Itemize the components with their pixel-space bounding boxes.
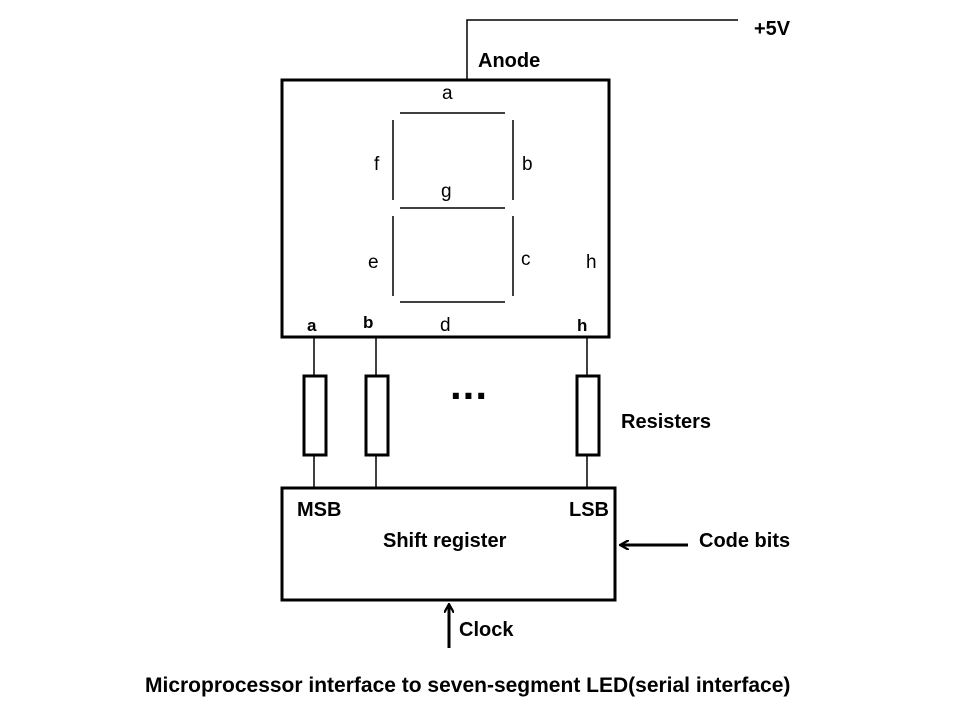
pin-label-h: h <box>577 316 588 335</box>
seven-segment-glyph <box>392 112 514 303</box>
segment-label-g: g <box>441 181 452 202</box>
segment-label-d: d <box>440 315 451 336</box>
segment-label-e: e <box>368 252 379 273</box>
pin-label-b: b <box>363 313 374 332</box>
pin-label-a: a <box>307 316 317 335</box>
segment-label-a: a <box>442 83 453 104</box>
anode-label: Anode <box>478 50 541 72</box>
resistor-b <box>364 374 390 457</box>
shift-register-box <box>280 486 617 602</box>
msb-label: MSB <box>297 499 342 521</box>
resistors-label: Resisters <box>621 411 712 433</box>
segment-label-f: f <box>374 154 380 175</box>
clock-label: Clock <box>459 619 514 641</box>
code-bits-label: Code bits <box>699 530 791 552</box>
supply-voltage-label: +5V <box>754 18 791 40</box>
segment-label-c: c <box>521 249 531 270</box>
resistor-a <box>302 374 328 457</box>
segment-label-h: h <box>586 252 597 273</box>
lsb-label: LSB <box>569 499 609 521</box>
diagram-caption: Microprocessor interface to seven-segmen… <box>145 674 791 697</box>
supply-wire <box>466 19 738 80</box>
segment-label-b: b <box>522 154 533 175</box>
led-display-box <box>280 78 611 339</box>
shift-register-title: Shift register <box>383 530 507 552</box>
resistor-h <box>575 374 601 457</box>
resistor-ellipsis: ... <box>450 361 489 408</box>
